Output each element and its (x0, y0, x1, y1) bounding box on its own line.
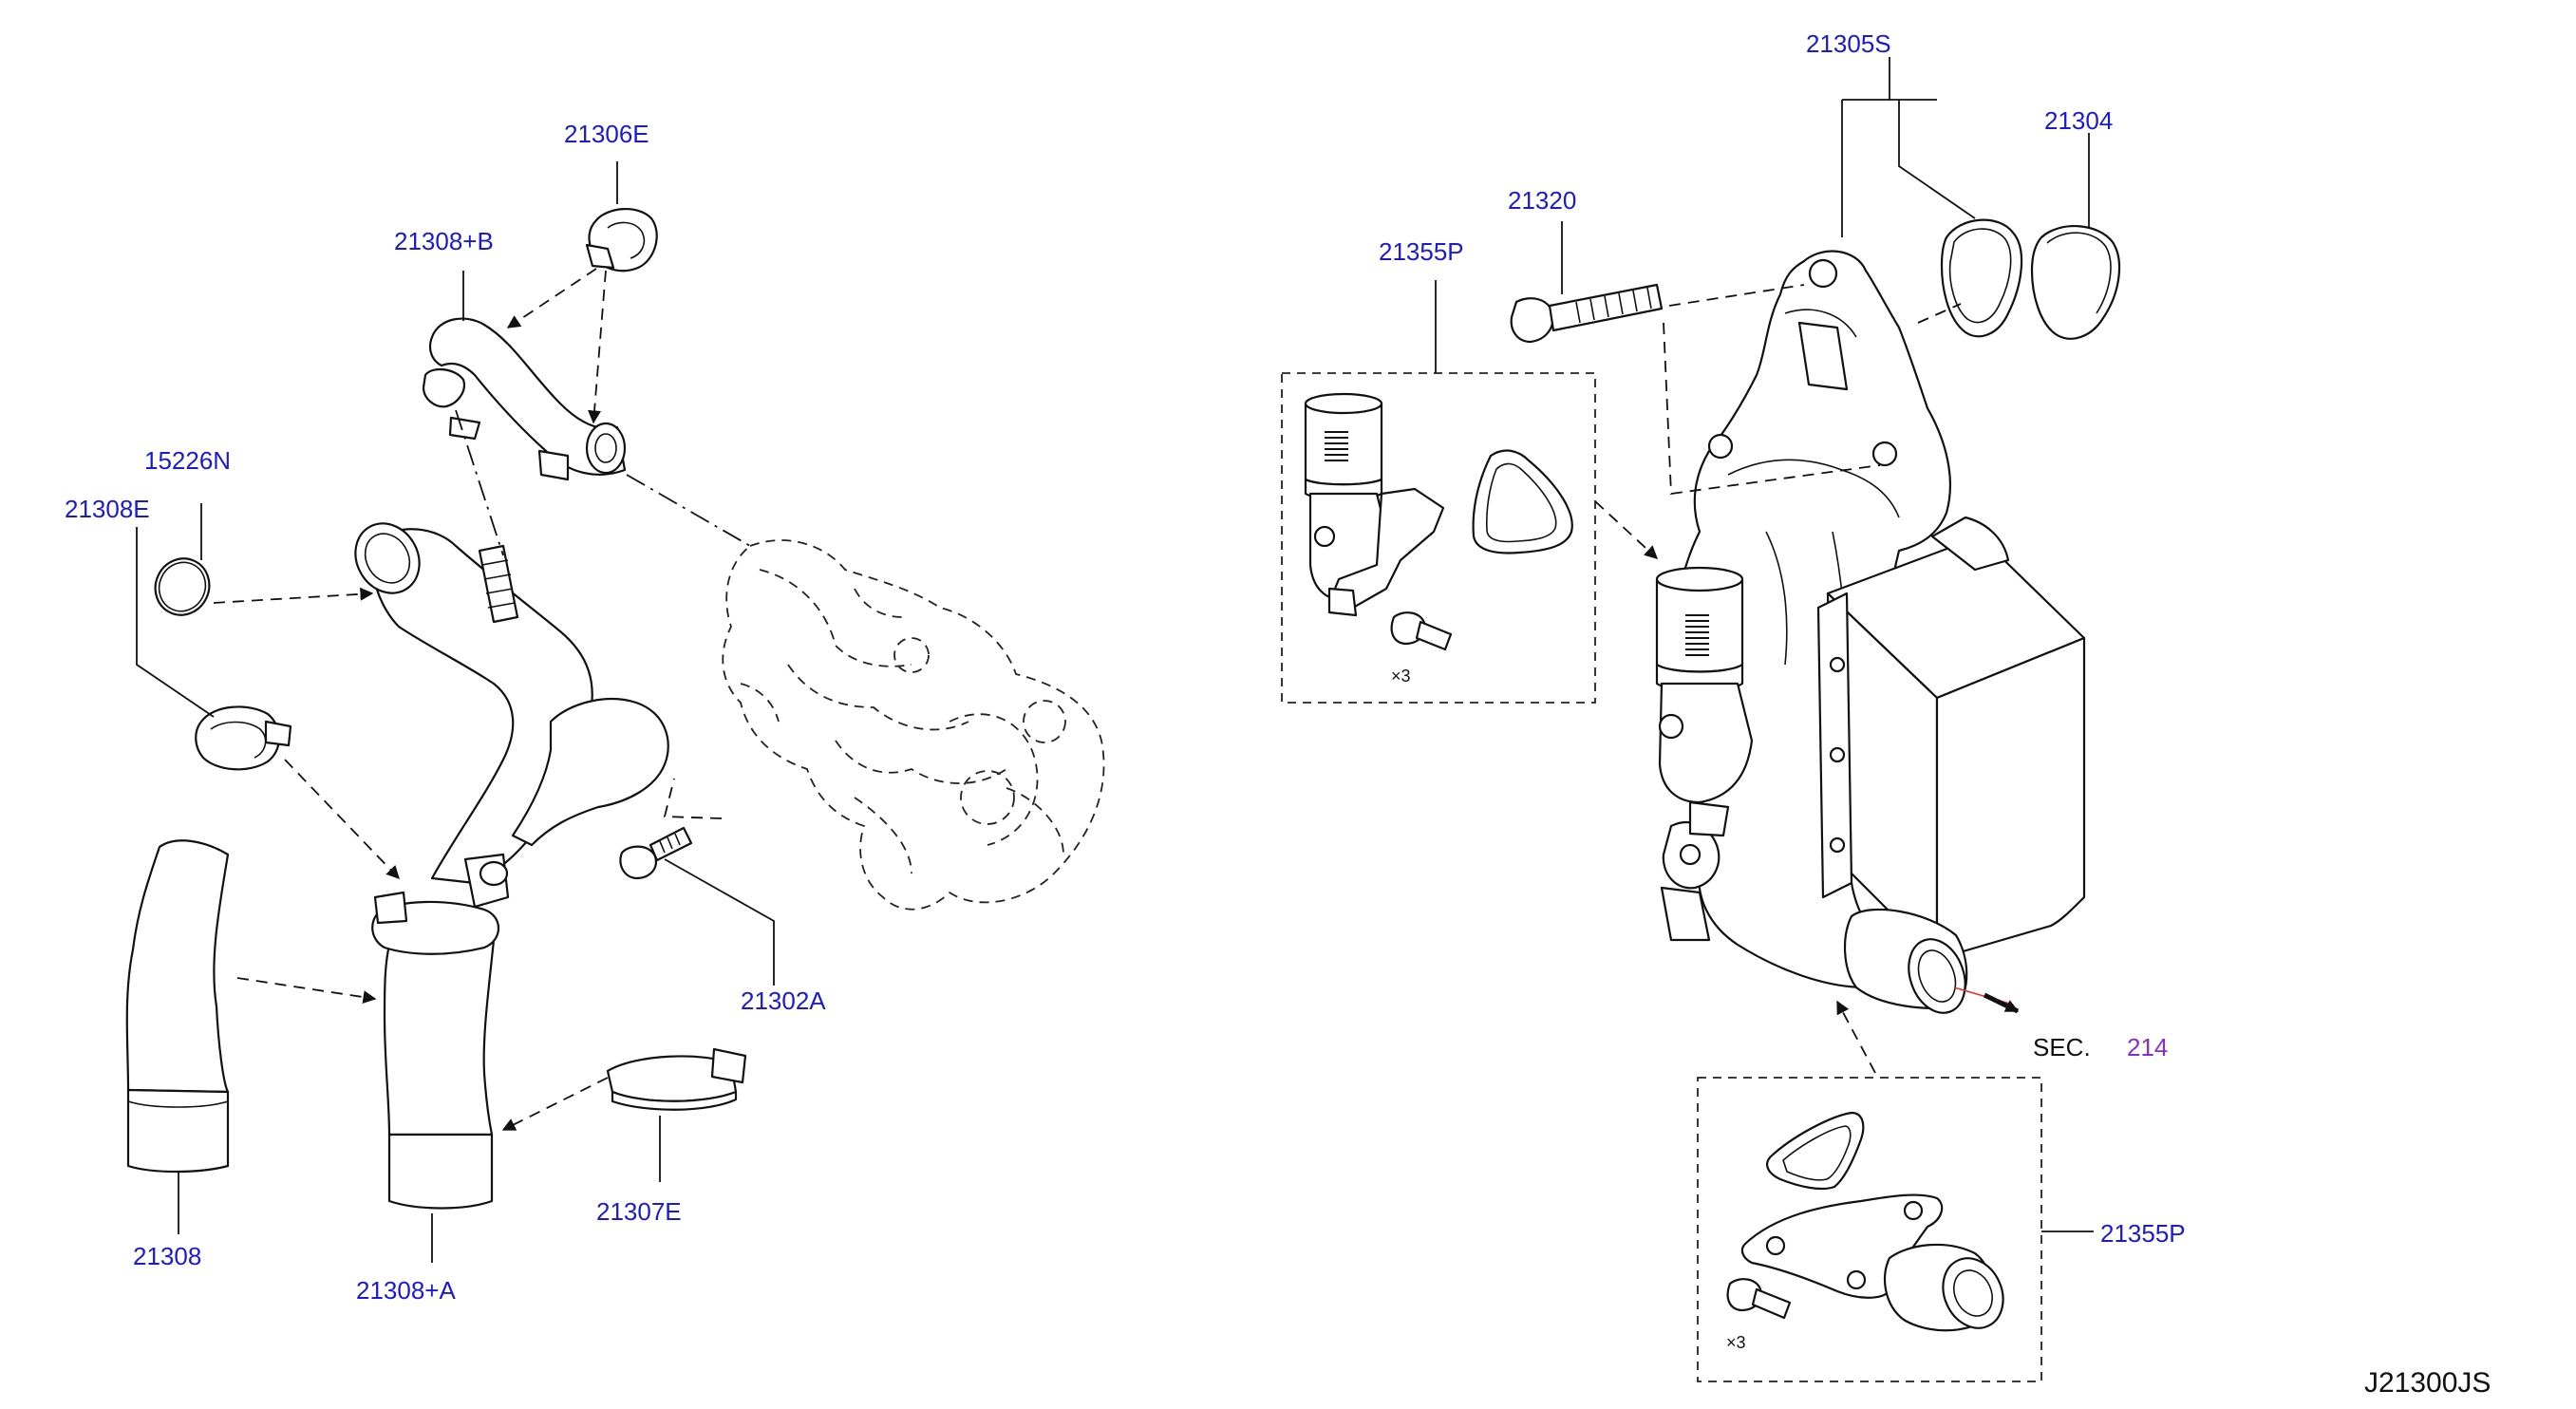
oil-filter-housing-mounted[interactable] (1655, 566, 1754, 837)
label-21308A[interactable]: 21308+A (356, 1276, 456, 1305)
left-leaders (136, 161, 775, 1263)
right-leaders (1561, 57, 2090, 294)
kit-box-lower (1697, 1077, 2094, 1382)
kit-box-upper (1281, 280, 1596, 704)
label-15226N[interactable]: 15226N (144, 446, 231, 475)
engine-phantom-outline (722, 539, 1105, 911)
label-21355P-upper[interactable]: 21355P (1379, 237, 1464, 266)
section-reference-link[interactable]: 214 (2127, 1033, 2168, 1061)
label-21308E[interactable]: 21308E (65, 495, 150, 523)
oring-15226N[interactable] (146, 550, 218, 624)
label-21304[interactable]: 21304 (2044, 106, 2113, 135)
hose-21308[interactable] (125, 839, 230, 1174)
thermostat-housing-lower-kit[interactable] (1740, 1193, 2014, 1339)
label-21302A[interactable]: 21302A (741, 986, 826, 1015)
bolt-upper-kit[interactable] (1390, 611, 1453, 651)
oil-cooler-block[interactable] (1816, 516, 2086, 961)
label-21308[interactable]: 21308 (133, 1242, 201, 1270)
section-prefix: SEC. (2033, 1033, 2091, 1061)
clamp-21307E[interactable] (606, 1047, 747, 1111)
gasket-upper-kit[interactable] (1472, 449, 1573, 554)
clamp-21308E[interactable] (195, 705, 292, 771)
gasket-21305S[interactable] (1940, 218, 2023, 338)
quantity-lower: ×3 (1726, 1333, 1746, 1352)
water-outlet-pipe[interactable] (343, 512, 669, 909)
bolt-21320[interactable] (1510, 283, 1664, 344)
label-21308B[interactable]: 21308+B (394, 227, 494, 255)
label-21305S[interactable]: 21305S (1806, 29, 1891, 58)
bolt-21302A[interactable] (619, 826, 693, 880)
bolt-lower-kit[interactable] (1726, 1278, 1792, 1320)
oil-filter-kit-upper[interactable] (1304, 392, 1445, 617)
quantity-upper: ×3 (1391, 667, 1411, 686)
diagram-code: J21300JS (2364, 1367, 2491, 1399)
oil-cooler-housing[interactable] (1660, 250, 1952, 989)
gasket-lower-kit[interactable] (1766, 1111, 1865, 1191)
left-assembly-arrows (213, 268, 751, 1131)
hose-21308A[interactable] (371, 891, 499, 1210)
clamp-21306E[interactable] (585, 207, 658, 272)
outlet-nozzle[interactable] (1844, 908, 2020, 1021)
label-21355P-lower[interactable]: 21355P (2100, 1219, 2186, 1248)
upper-hose-21308B[interactable] (422, 317, 627, 481)
label-21320[interactable]: 21320 (1508, 186, 1576, 215)
label-21306E[interactable]: 21306E (564, 120, 649, 148)
right-assembly-arrows (1594, 284, 1962, 1074)
gasket-21304[interactable] (2030, 225, 2121, 340)
label-21307E[interactable]: 21307E (596, 1197, 682, 1226)
